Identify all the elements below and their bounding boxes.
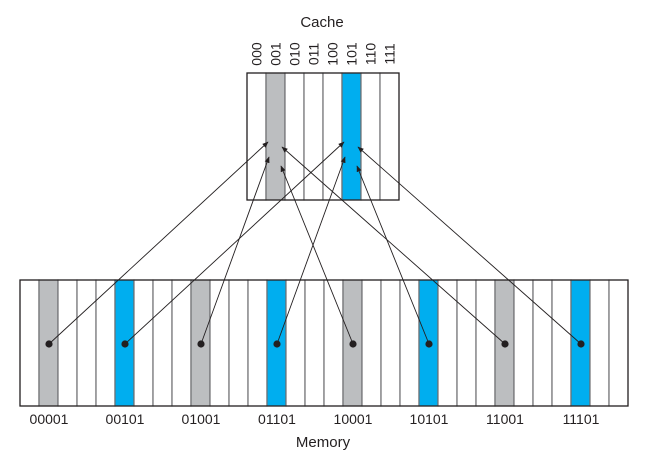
memory-block <box>171 279 192 407</box>
memory-block-dot-00001 <box>45 340 53 348</box>
memory-address-label: 10001 <box>334 411 373 427</box>
memory-block <box>95 279 116 407</box>
memory-address-label: 11101 <box>563 411 600 427</box>
cache-slot-label: 111 <box>382 43 398 64</box>
memory-block <box>152 279 173 407</box>
cache-outline <box>246 72 400 201</box>
memory-block-dots <box>45 340 585 348</box>
cache-slot-101 <box>341 72 362 201</box>
memory-block <box>133 279 154 407</box>
memory-block <box>209 279 230 407</box>
memory-address-label: 11001 <box>486 411 524 427</box>
cache-title: Cache <box>300 14 343 31</box>
cache-slot-label: 010 <box>287 42 303 66</box>
memory-block-dot-11101 <box>577 340 585 348</box>
memory-outline <box>19 279 629 407</box>
memory-block <box>608 279 629 407</box>
memory-block <box>532 279 553 407</box>
cache-slot-000 <box>246 72 267 201</box>
memory-block-dot-11001 <box>501 340 509 348</box>
memory-block <box>285 279 306 407</box>
memory-block <box>76 279 97 407</box>
memory-block-dot-00101 <box>121 340 129 348</box>
mapping-arrow-10001 <box>280 165 354 345</box>
memory-block <box>228 279 249 407</box>
memory-address-labels: 00001 00101 01001 01101 10001 10101 11001 11101 <box>30 411 600 427</box>
memory-block <box>456 279 477 407</box>
cache <box>246 72 400 201</box>
memory-block <box>323 279 344 407</box>
mapping-arrow-10101 <box>356 165 430 345</box>
memory-address-label: 10101 <box>410 411 449 427</box>
memory-address-label: 00101 <box>106 411 145 427</box>
memory-block <box>57 279 78 407</box>
cache-slot-label: 110 <box>363 43 379 66</box>
memory-block <box>247 279 268 407</box>
memory-block <box>589 279 610 407</box>
mapping-arrows <box>48 141 582 345</box>
memory-block <box>304 279 325 407</box>
memory-block-dot-01101 <box>273 340 281 348</box>
cache-slot-label: 000 <box>249 42 265 66</box>
memory-block-dot-10001 <box>349 340 357 348</box>
mapping-arrow-00001 <box>48 141 269 345</box>
memory <box>19 279 629 407</box>
memory-block <box>475 279 496 407</box>
memory-block <box>551 279 572 407</box>
memory-title: Memory <box>296 434 351 451</box>
cache-slot-label: 001 <box>268 42 284 66</box>
cache-slot-001 <box>265 72 286 201</box>
cache-slot-label: 100 <box>325 42 341 66</box>
memory-block-dot-10101 <box>425 340 433 348</box>
memory-block <box>19 279 40 407</box>
memory-block <box>361 279 382 407</box>
memory-block-dot-01001 <box>197 340 205 348</box>
mapping-arrow-01001 <box>200 156 270 345</box>
cache-slot-label: 101 <box>344 42 360 66</box>
mapping-arrow-11101 <box>357 146 582 345</box>
mapping-arrow-00101 <box>124 141 345 345</box>
mapping-arrow-11001 <box>281 146 506 345</box>
cache-slot-100 <box>322 72 343 201</box>
cache-slot-110 <box>360 72 381 201</box>
memory-block <box>399 279 420 407</box>
cache-slot-label: 011 <box>306 43 322 66</box>
memory-block <box>380 279 401 407</box>
memory-address-label: 01001 <box>182 411 221 427</box>
memory-address-label: 01101 <box>258 411 296 427</box>
mapping-arrow-01101 <box>276 156 346 345</box>
memory-address-label: 00001 <box>30 411 69 427</box>
